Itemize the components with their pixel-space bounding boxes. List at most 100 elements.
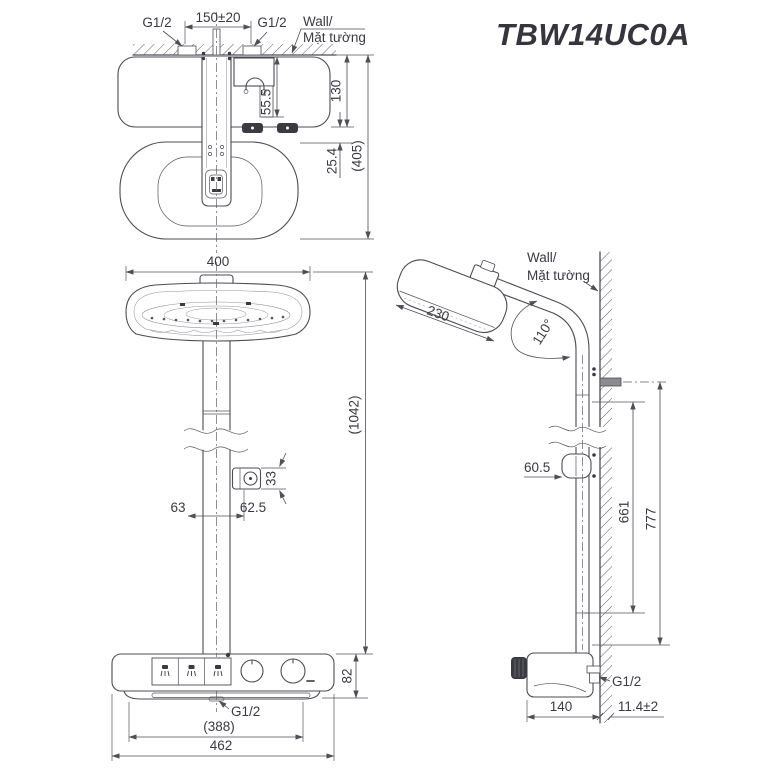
dim-110deg: 110° [510,300,571,361]
pipe-break [183,428,249,435]
head-connector-stub [480,259,496,273]
spray-button-icon [187,665,196,677]
pipe-break [548,425,607,433]
dim-405: (405) [300,54,374,240]
g12-callout-right: G1/2 [253,15,287,47]
anchor-dot [201,56,206,61]
dim-150-20: 150±20 [184,10,252,44]
slider-bracket-front [231,467,262,490]
anchor-dot [201,51,206,56]
dim-label-462: 462 [210,738,233,753]
connector-detail [217,177,221,181]
head-mark [180,303,185,306]
anchor-dot [592,474,596,478]
dim-661: 661 [584,401,645,614]
panel-joint-dot [225,652,231,658]
anchor-dot [592,367,596,371]
wall-callout-side: Wall/ Mặt tường [527,250,599,292]
shower-head-front-view [125,282,311,342]
wall-fitting-left [177,45,197,56]
slider-bracket-side [561,453,592,479]
wall-label-side-1: Wall/ [527,250,557,265]
column-hole [220,152,224,156]
column-connector [205,169,227,199]
dim-55-5: 55.5 [259,56,284,118]
spray-button-icon [160,665,170,677]
pipe-break [183,446,249,453]
spray-button-icon [213,665,223,677]
panel-buttons [151,657,232,686]
column-hole [208,145,212,149]
panel-knob-1 [240,659,264,683]
dim-63-62-5: 63 62.5 [170,490,266,521]
anchor-dot [227,56,232,61]
panel-knob-2 [280,658,315,684]
anchor-dot [227,51,232,56]
head-nozzle-dots [150,315,285,323]
connector-detail [211,177,215,181]
column-hole [220,145,224,149]
front-view-drawing: 400 33 63 62.5 (1042) 82 G1/2 [111,254,373,761]
head-nozzle-scallops [149,329,283,333]
head-swirl [141,301,291,329]
dim-label-25-4: 25.4 [325,147,340,174]
dim-60-5: 60.5 [524,460,563,480]
dim-label-400: 400 [207,254,230,269]
dim-140: 140 [526,699,601,722]
head-front-contour [133,290,303,337]
control-unit-side [511,652,594,698]
column-connector-inner [209,174,223,195]
inlet-nut-lower [589,672,600,684]
head-swirl [185,307,247,321]
dim-label-55-5: 55.5 [259,89,274,115]
anchor-dot [592,372,596,377]
g12-label-left: G1/2 [142,15,171,30]
knob-mark [251,126,254,130]
wall-supply-pin [599,377,622,387]
shower-head-side-view [396,259,508,334]
g12-label-right: G1/2 [257,15,286,30]
dim-1042: (1042) [313,271,373,655]
column-hole [208,152,212,156]
dim-777: 777 [592,381,670,646]
hook-shape [245,77,265,91]
dim-11-4: 11.4±2 [596,699,664,721]
g12-callout-front: G1/2 [218,700,260,719]
wall-label-top-1: Wall/ [303,14,333,29]
dim-label-60-5: 60.5 [524,460,550,475]
dim-462: 462 [111,694,335,761]
dim-label-405: (405) [350,140,365,172]
g12-label-front: G1/2 [231,704,260,719]
panel-lip [123,690,321,700]
wall-callout-top: Wall/ Mặt tường [291,14,366,54]
dim-label-388: (388) [203,719,235,734]
dim-label-82: 82 [340,668,355,683]
dim-130: 130 [329,54,374,128]
dim-label-62-5: 62.5 [240,500,266,515]
angle-label-110: 110° [530,317,557,348]
panel-lip-strip [151,692,311,698]
dim-33: 33 [261,452,287,505]
dim-388: (388) [128,702,304,742]
wall-label-side-2: Mặt tường [527,268,590,283]
product-code-title: TBW14UC0A [496,17,690,52]
top-view-drawing: 150±20 G1/2 G1/2 Wall/ Mặt tường 130 55.… [117,10,374,253]
head-mark [246,302,251,305]
dim-label-777: 777 [644,508,659,531]
wall-fitting-right [242,45,262,56]
inlet-nut [586,665,601,674]
knob-mark [286,126,289,130]
wall-hatch-top [133,44,336,55]
dim-label-140: 140 [550,699,573,714]
head-mark [213,322,219,325]
dim-label-63: 63 [170,500,185,515]
dim-label-230: 230 [425,303,451,325]
dim-25-4: 25.4 [300,112,352,178]
shower-column-front [183,340,249,655]
side-view-drawing: 230 110° 661 777 [395,250,670,724]
wall-hatch-side [600,252,612,723]
hanger-block-top-view [233,57,275,87]
dim-230: 230 [395,303,495,342]
